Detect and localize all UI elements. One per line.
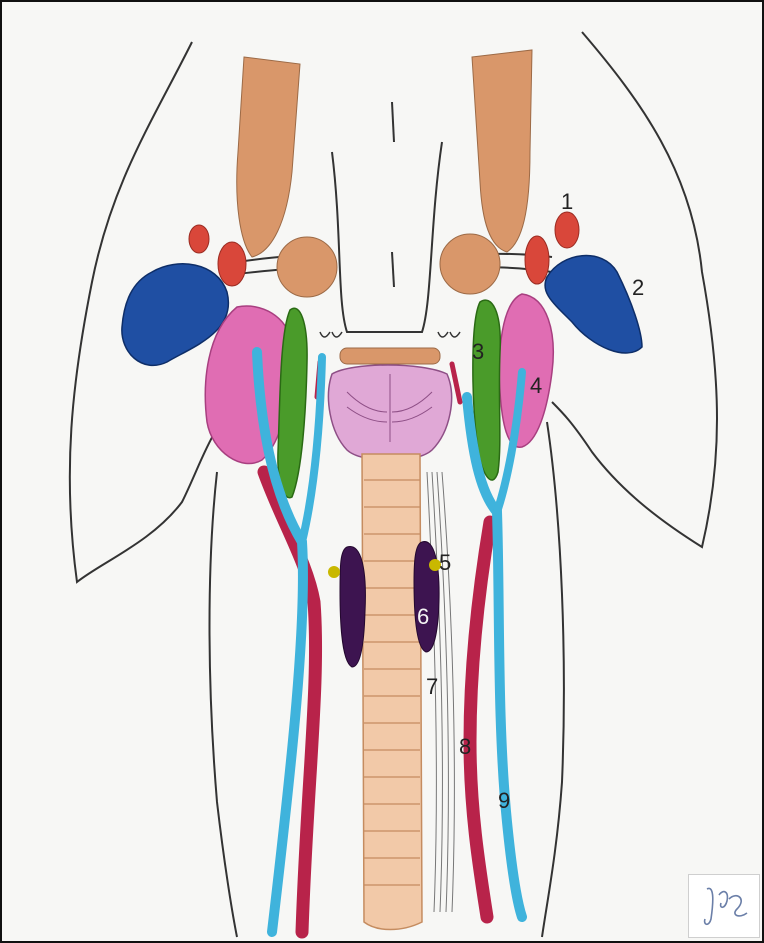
left-carotid xyxy=(264,472,316,932)
label-7: 7 xyxy=(426,674,438,699)
trachea xyxy=(362,454,422,930)
node-left-2 xyxy=(218,242,246,286)
node-left-1 xyxy=(189,225,209,253)
node-right-2 xyxy=(525,236,549,284)
signature-glyph xyxy=(689,875,759,937)
left-neck-outline xyxy=(210,472,238,937)
label-9: 9 xyxy=(498,788,510,813)
left-lobe xyxy=(340,546,365,667)
label-3: 3 xyxy=(472,339,484,364)
right-muscle-belly xyxy=(440,234,500,294)
hook-right-1 xyxy=(438,332,448,337)
midline-mark-lower xyxy=(392,252,394,287)
label-4: 4 xyxy=(530,373,542,398)
hook-left-2 xyxy=(332,332,342,337)
label-1: 1 xyxy=(561,189,573,214)
parotid-2 xyxy=(545,256,642,353)
larynx xyxy=(328,348,451,461)
label-8: 8 xyxy=(459,734,471,759)
right-digastric xyxy=(472,50,532,252)
artery-8 xyxy=(470,522,490,917)
hyoid-bone xyxy=(340,348,440,364)
left-digastric xyxy=(237,57,300,257)
signature-logo xyxy=(688,874,760,938)
hook-left-1 xyxy=(320,332,330,337)
node-1 xyxy=(555,212,579,248)
midline-mark xyxy=(392,102,394,142)
label-5: 5 xyxy=(439,550,451,575)
right-carotid-branch xyxy=(452,364,460,402)
label-2: 2 xyxy=(632,275,644,300)
left-parathyroid xyxy=(328,566,340,578)
label-6: 6 xyxy=(417,604,429,629)
lobe-6 xyxy=(414,542,439,652)
gland-4 xyxy=(499,294,553,447)
hook-right-2 xyxy=(450,332,460,337)
left-muscle-belly xyxy=(277,237,337,297)
digastric-muscles xyxy=(237,50,532,297)
right-neck-outline xyxy=(542,422,564,937)
tongue-outline xyxy=(332,142,442,332)
